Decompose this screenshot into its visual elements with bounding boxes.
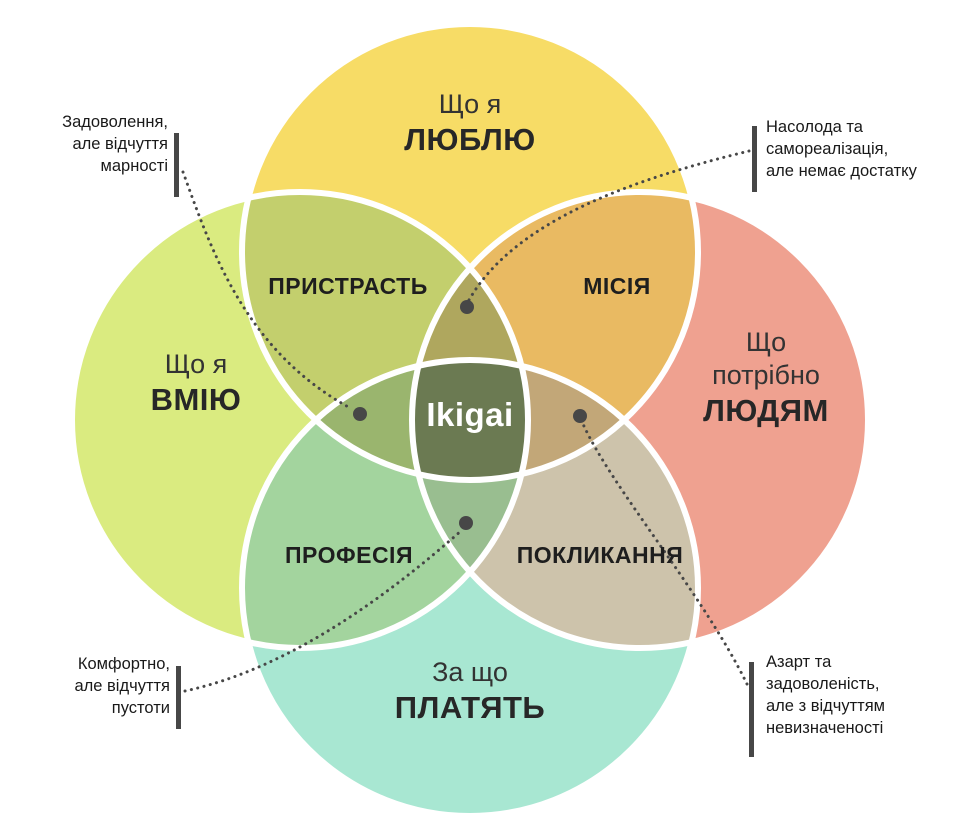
annotation-top-right: Насолода та самореалізація, але немає до… [766, 118, 917, 180]
circle-love-outline [239, 21, 701, 483]
annotation-bar-bottom-right [749, 662, 754, 757]
connector-dot-bottom-right [573, 409, 587, 423]
circle-paid-outline [239, 357, 701, 819]
annotation-bottom-left: Комфортно, але відчуття пустоти [74, 655, 170, 717]
connector-bottom-left [183, 528, 464, 693]
connector-top-right [467, 149, 751, 302]
label-what-i-can-do: Що я ВМІЮ [151, 348, 242, 419]
annotation-bar-top-right [752, 126, 757, 192]
label-line: ЛЮДЯМ [703, 392, 829, 428]
label-line: Що я [164, 349, 228, 379]
annotation-bar-top-left [174, 133, 179, 197]
connector-bottom-right [581, 422, 749, 686]
label-line: ВМІЮ [150, 381, 242, 417]
center-label-ikigai: Ikigai [426, 396, 514, 433]
label-passion: ПРИСТРАСТЬ [268, 273, 428, 299]
connector-dot-top-right [460, 300, 474, 314]
label-what-people-need: Що потрібно ЛЮДЯМ [703, 326, 829, 430]
label-what-i-love: Що я ЛЮБЛЮ [404, 88, 535, 159]
connector-dot-bottom-left [459, 516, 473, 530]
label-mission: МІСІЯ [583, 273, 651, 299]
connector-top-left [181, 170, 354, 411]
label-line: Що я [438, 89, 502, 119]
label-line: За що [432, 657, 508, 687]
annotation-bar-bottom-left [176, 666, 181, 729]
label-line: ПЛАТЯТЬ [394, 689, 546, 725]
annotation-bottom-right: Азарт та задоволеність, але з відчуттям … [766, 653, 886, 737]
label-profession: ПРОФЕСІЯ [285, 542, 413, 568]
label-vocation: ПОКЛИКАННЯ [516, 542, 684, 568]
circle-need-outline [409, 189, 871, 651]
connector-dot-top-left [353, 407, 367, 421]
label-line: ЛЮБЛЮ [404, 121, 536, 157]
label-line: потрібно [712, 359, 820, 390]
label-what-you-are-paid-for: За що ПЛАТЯТЬ [395, 656, 545, 727]
annotation-top-left: Задоволення, але відчуття марності [62, 113, 168, 175]
label-line: Що [745, 327, 787, 357]
